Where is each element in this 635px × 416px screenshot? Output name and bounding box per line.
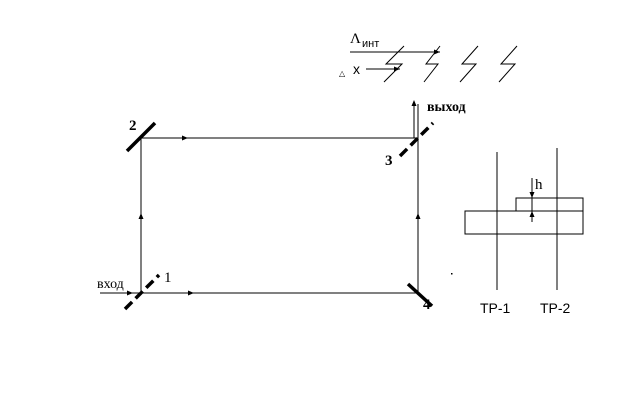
arrow-right-up (415, 213, 421, 219)
arrow-input-right (127, 290, 133, 296)
delta-symbol: △ (339, 69, 346, 78)
stray-dot (451, 273, 453, 275)
arrow-left-up (138, 213, 144, 219)
splitter-3 (398, 121, 435, 158)
mirror-label-1: 1 (164, 270, 172, 286)
h-arrow-down (529, 192, 535, 198)
lambda-symbol: Λ (350, 31, 361, 47)
mirror-label-2: 2 (129, 118, 137, 134)
arrow-top-right (182, 135, 188, 141)
output-label: выход (427, 100, 466, 115)
block-step (515, 197, 584, 212)
h-arrow-up (529, 211, 535, 217)
h-label: h (535, 177, 543, 193)
mirror-label-4: 4 (423, 297, 431, 313)
arrow-output-up (411, 100, 417, 106)
tr-diagram (464, 148, 584, 290)
lambda-arrow-head (434, 49, 440, 55)
arrow-bottom-right (188, 290, 194, 296)
mirror-4 (406, 282, 434, 308)
grating-stroke-2 (423, 45, 441, 83)
grating-stroke-4 (498, 45, 518, 83)
lambda-subscript: инт (362, 38, 379, 50)
tr1-label: ТР-1 (480, 300, 511, 316)
input-label: вход (97, 277, 124, 292)
mirror-label-3: 3 (385, 153, 393, 169)
delta-x-arrow-head (394, 66, 400, 72)
grating-stroke-1 (383, 45, 405, 83)
beam-arrows (127, 100, 421, 296)
grating-period-diagram: Λ инт △ x (339, 31, 518, 83)
block-lower (464, 210, 584, 235)
tr2-label: ТР-2 (540, 300, 571, 316)
mirror-2 (125, 121, 157, 153)
splitter-1 (123, 273, 161, 311)
mirrors (123, 121, 435, 311)
grating-stroke-3 (459, 45, 479, 83)
delta-x-label: x (353, 61, 360, 77)
